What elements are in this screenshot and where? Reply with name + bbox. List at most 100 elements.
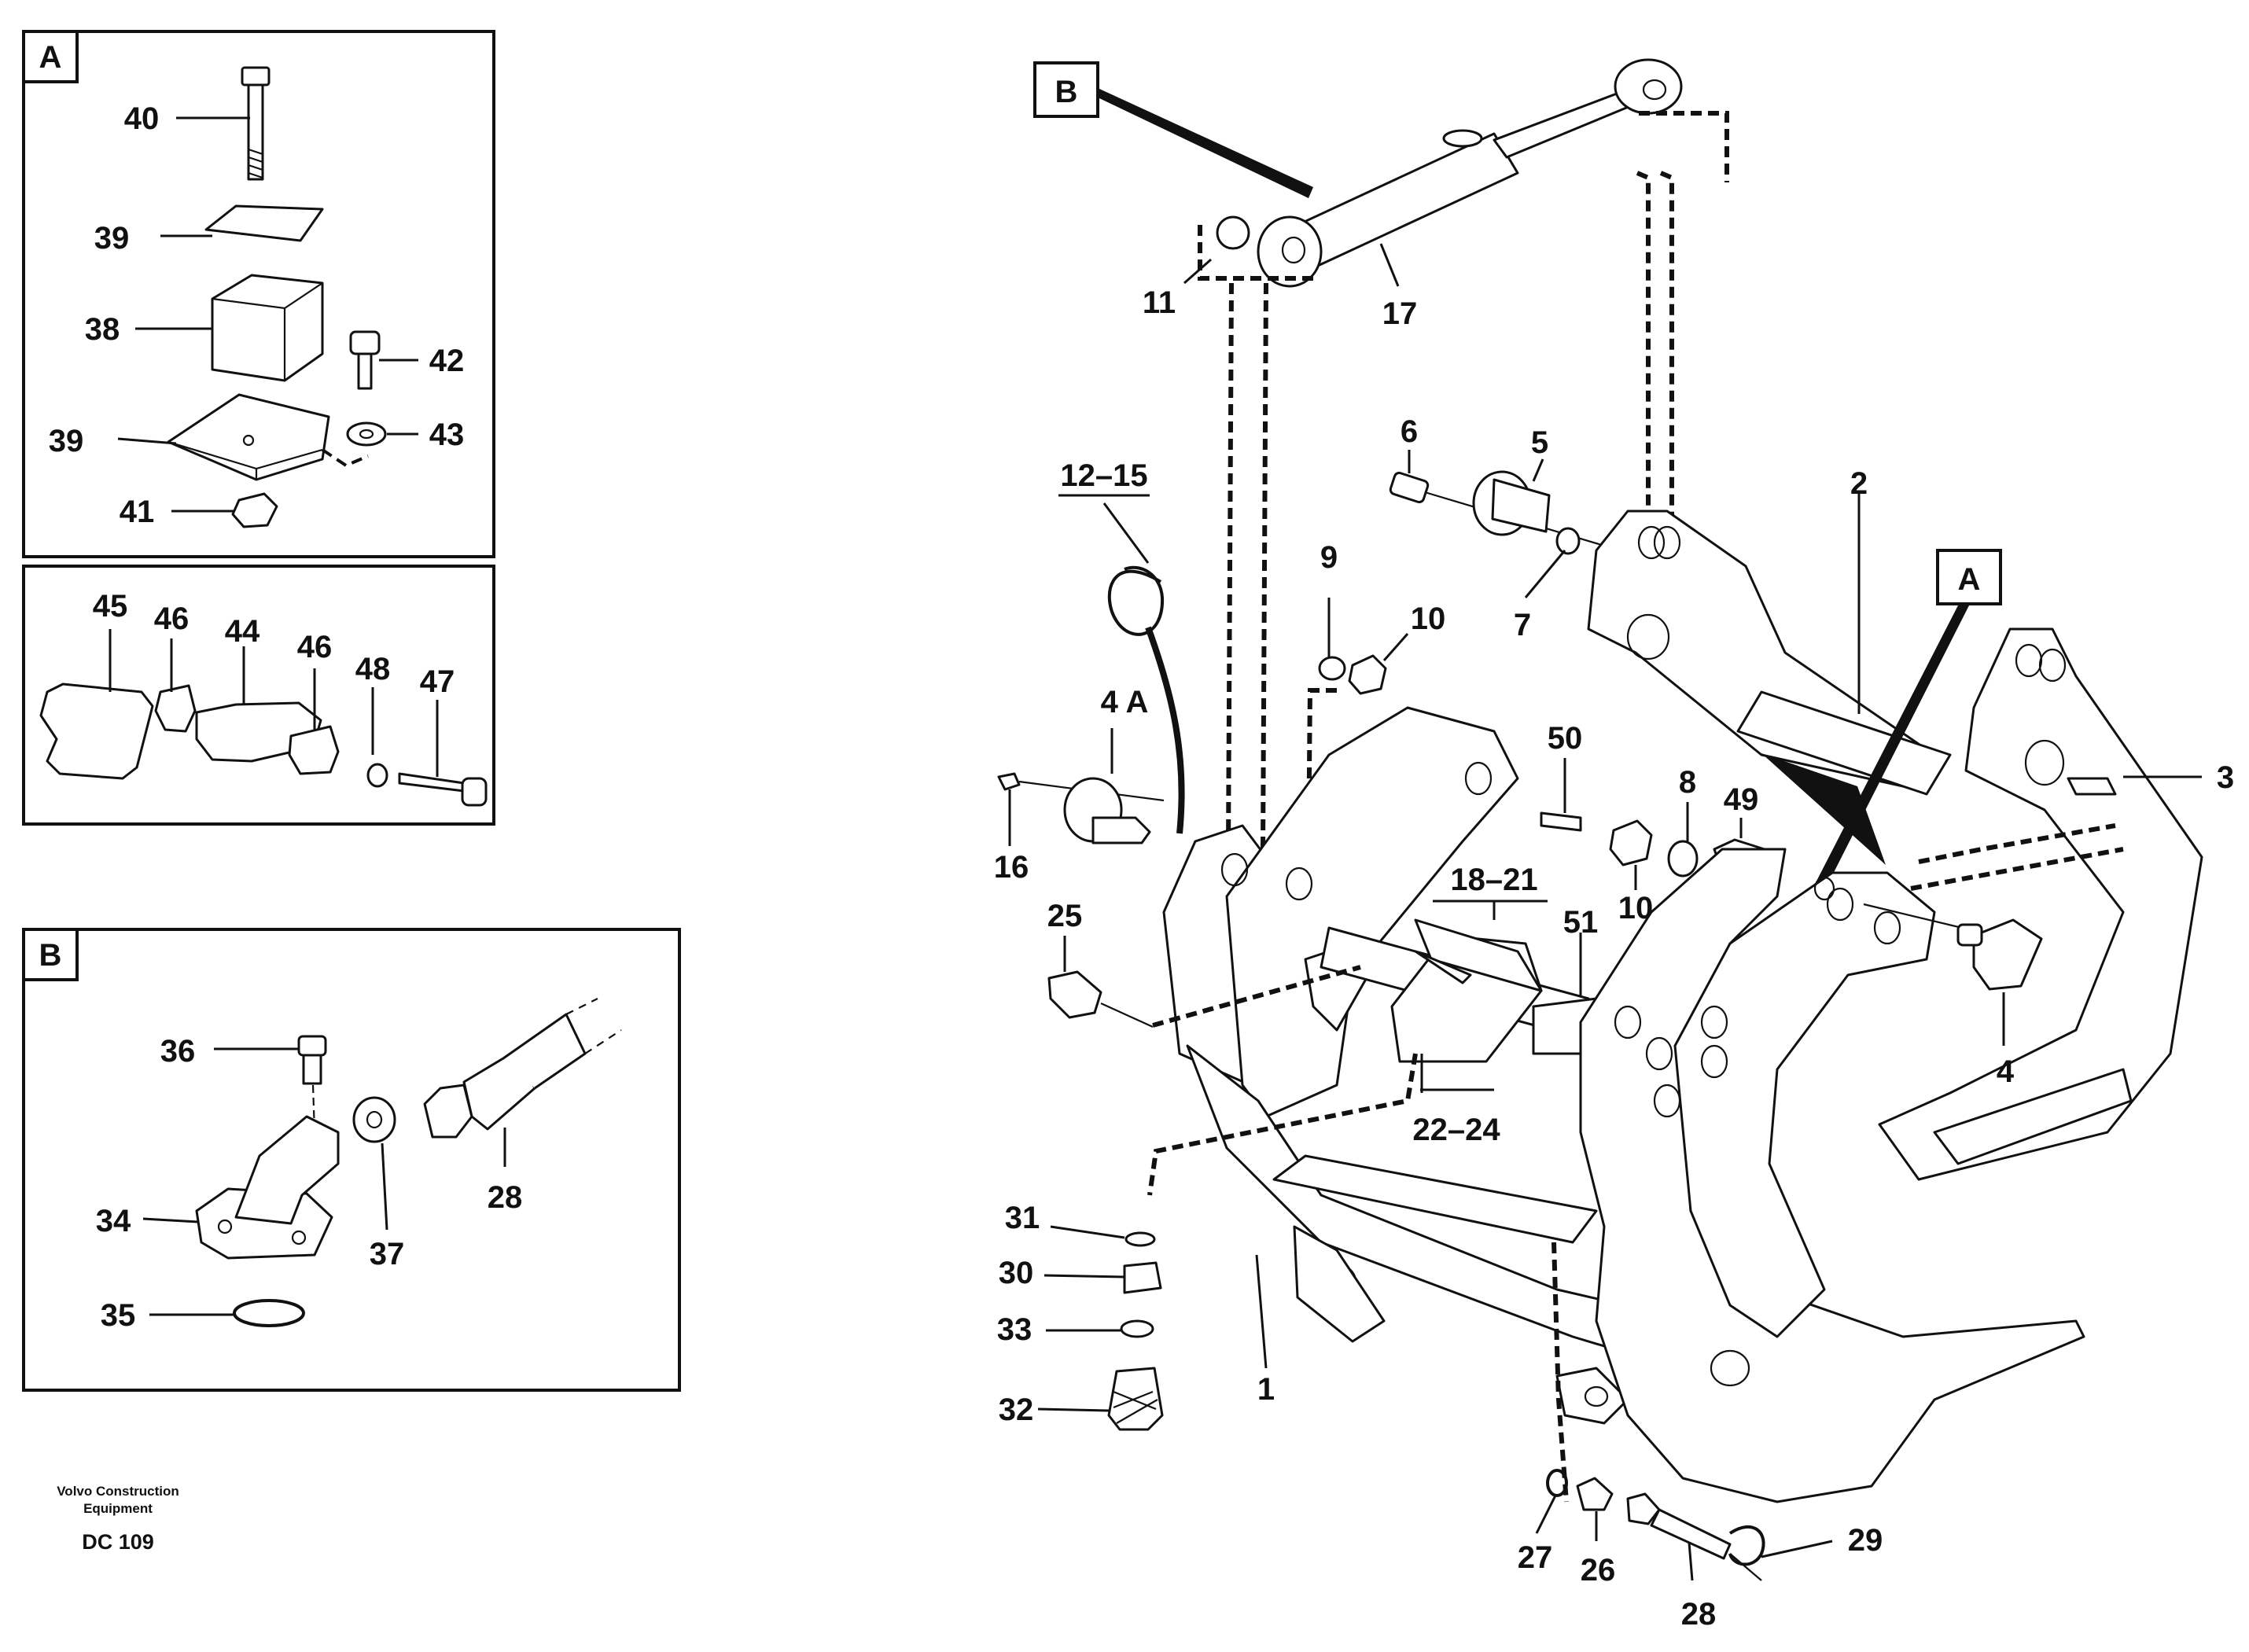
washer-icon bbox=[1120, 1319, 1154, 1338]
detail-a-strip-panel: 45 46 44 46 48 47 bbox=[22, 565, 495, 826]
part-label: 11 bbox=[1143, 285, 1176, 320]
drawing-code: DC 109 bbox=[82, 1530, 154, 1554]
clip-icon bbox=[288, 725, 340, 775]
nut-icon bbox=[1348, 654, 1387, 695]
detail-b-panel: B 36 34 35 37 bbox=[22, 928, 681, 1392]
hose-icon bbox=[1626, 1492, 1765, 1581]
grease-nipple-icon bbox=[1047, 970, 1102, 1019]
part-label: 28 bbox=[488, 1180, 523, 1215]
part-label: 39 bbox=[49, 424, 84, 458]
adapter-icon bbox=[1123, 1261, 1162, 1294]
part-label: 43 bbox=[429, 418, 465, 452]
part-label: 16 bbox=[994, 850, 1029, 885]
hydraulic-cylinder-icon bbox=[1257, 58, 1683, 288]
part-label: 1 bbox=[1257, 1372, 1275, 1407]
part-label: 27 bbox=[1518, 1540, 1553, 1575]
pivot-shaft-icon bbox=[1320, 918, 1598, 1063]
detail-b-letter: B bbox=[39, 938, 62, 973]
part-label: 5 bbox=[1531, 425, 1548, 460]
washer-icon bbox=[366, 763, 388, 788]
part-label: 2 bbox=[1850, 466, 1868, 501]
part-label: 50 bbox=[1548, 721, 1583, 756]
part-label: 31 bbox=[1005, 1201, 1040, 1235]
company-line-2: Equipment bbox=[83, 1501, 153, 1516]
part-label: 41 bbox=[120, 495, 155, 529]
o-ring-icon bbox=[233, 1299, 305, 1327]
part-label: 36 bbox=[160, 1034, 196, 1069]
adapter-icon bbox=[1576, 1477, 1614, 1511]
part-label: 33 bbox=[997, 1312, 1032, 1347]
part-label: 10 bbox=[1411, 602, 1446, 636]
pin-icon bbox=[1389, 470, 1621, 555]
washer-icon bbox=[1667, 840, 1699, 878]
publisher-block: Volvo Construction Equipment DC 109 bbox=[57, 1484, 179, 1554]
part-label: 32 bbox=[999, 1393, 1034, 1427]
nut-icon bbox=[231, 492, 278, 528]
part-label: 40 bbox=[124, 101, 160, 136]
part-label: 44 bbox=[225, 614, 260, 649]
o-ring-icon bbox=[1546, 1469, 1568, 1497]
bolt-icon bbox=[241, 66, 271, 181]
company-line-1: Volvo Construction bbox=[57, 1484, 179, 1499]
part-label: 39 bbox=[94, 221, 130, 256]
part-label: 6 bbox=[1401, 414, 1418, 449]
part-label: 18–21 bbox=[1450, 863, 1537, 897]
screw-icon bbox=[297, 1035, 327, 1085]
part-label: 17 bbox=[1382, 296, 1418, 331]
clip-icon bbox=[154, 684, 197, 733]
plate-icon bbox=[204, 204, 324, 242]
wear-pad-icon bbox=[39, 683, 154, 780]
hose-fitting-icon bbox=[423, 998, 622, 1139]
part-label: 8 bbox=[1679, 765, 1696, 800]
nut-icon bbox=[1609, 819, 1653, 866]
part-label: 4 bbox=[1997, 1054, 2015, 1089]
part-label: 37 bbox=[370, 1237, 405, 1271]
detail-a-letter: A bbox=[39, 40, 62, 75]
grease-nipple-icon bbox=[1540, 811, 1582, 832]
front-arm-icon bbox=[1579, 848, 2085, 1503]
main-assembly: B 11 17 12–15 bbox=[994, 58, 2234, 1632]
circlip-icon bbox=[1107, 565, 1165, 636]
bracket-plate-icon bbox=[167, 393, 330, 481]
part-label: 35 bbox=[101, 1298, 136, 1333]
washer-icon bbox=[1216, 215, 1250, 250]
callout-b-letter: B bbox=[1055, 75, 1078, 109]
washer-icon bbox=[1318, 656, 1346, 681]
part-label: 22–24 bbox=[1412, 1113, 1500, 1147]
part-label: 34 bbox=[96, 1204, 131, 1238]
washer-icon bbox=[346, 421, 387, 447]
grapple-arm-icon bbox=[1878, 627, 2203, 1181]
part-label: 48 bbox=[355, 652, 391, 686]
part-label: 42 bbox=[429, 344, 465, 378]
frame-arm-icon bbox=[1587, 510, 1952, 796]
damper-block-icon bbox=[211, 274, 324, 382]
part-label: 25 bbox=[1047, 899, 1083, 933]
part-label: 28 bbox=[1681, 1597, 1717, 1632]
callout-a-letter: A bbox=[1958, 562, 1981, 597]
part-label: 7 bbox=[1514, 608, 1531, 642]
part-label: 46 bbox=[297, 630, 333, 664]
part-label: 46 bbox=[154, 602, 190, 636]
detail-a-panel: A 40 39 38 42 43 bbox=[22, 30, 495, 558]
pin-icon bbox=[1863, 903, 2043, 991]
part-label: 29 bbox=[1848, 1523, 1883, 1558]
pin-icon bbox=[997, 772, 1165, 844]
part-label: 49 bbox=[1724, 782, 1759, 817]
part-label: 9 bbox=[1320, 540, 1338, 575]
part-label: 38 bbox=[85, 312, 120, 347]
part-label: 26 bbox=[1581, 1553, 1616, 1588]
callout-a-box bbox=[1936, 549, 2002, 605]
part-label: 4 A bbox=[1101, 685, 1149, 719]
part-label: 30 bbox=[999, 1256, 1034, 1290]
washer-icon bbox=[352, 1096, 396, 1143]
elbow-flange-icon bbox=[195, 1115, 340, 1260]
part-label: 3 bbox=[2217, 760, 2234, 795]
bolt-icon bbox=[398, 772, 488, 807]
bolt-icon bbox=[349, 330, 381, 390]
part-label: 51 bbox=[1563, 905, 1599, 940]
part-label: 12–15 bbox=[1060, 458, 1147, 493]
part-label: 47 bbox=[420, 664, 455, 699]
washer-icon bbox=[1124, 1231, 1156, 1247]
part-label: 45 bbox=[93, 589, 128, 624]
